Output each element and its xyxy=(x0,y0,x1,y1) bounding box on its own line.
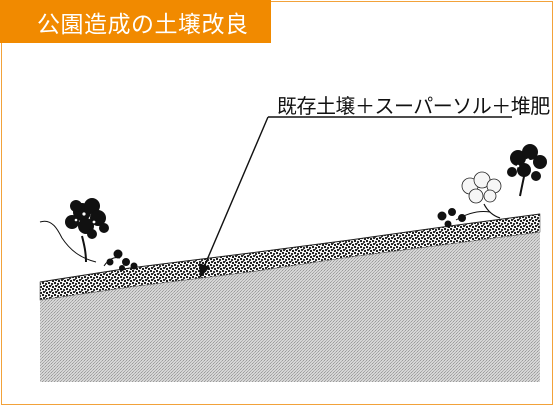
right-shrub-icon xyxy=(461,171,502,219)
subsoil-layer xyxy=(40,232,540,382)
callout-label: 既存土壌＋スーパーソル＋堆肥 xyxy=(277,94,550,118)
callout-arrowhead xyxy=(199,263,210,278)
diagram-title: 公園造成の土壌改良 xyxy=(37,11,249,38)
ground-surface-line xyxy=(39,213,541,283)
title-tab: 公園造成の土壌改良 xyxy=(0,0,271,43)
right-flowers-icon xyxy=(437,208,491,228)
left-flowers-icon xyxy=(103,249,138,271)
right-tree-icon xyxy=(507,144,547,197)
left-tree-icon xyxy=(39,198,109,263)
frame-border xyxy=(1,1,553,405)
callout-leader-diagonal xyxy=(203,116,269,268)
